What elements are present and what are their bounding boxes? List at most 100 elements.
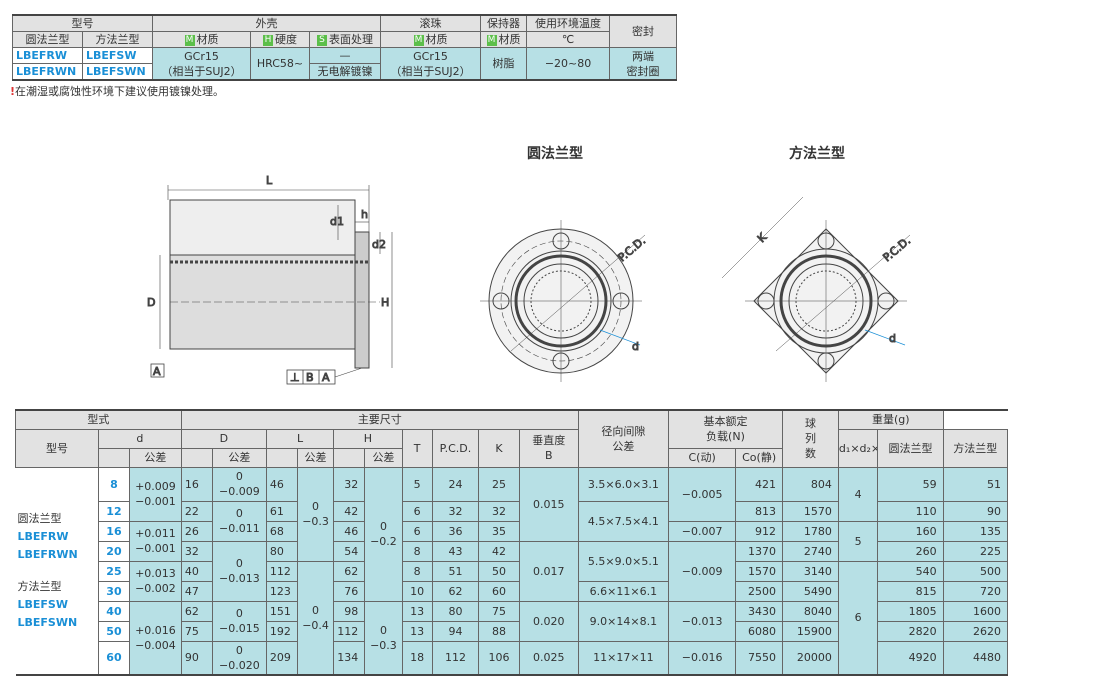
h-d: d (97, 428, 182, 449)
cell-b: 0.017 (518, 540, 579, 602)
h-round: 圆法兰型 (12, 31, 83, 48)
h-pcd: P.C.D. (431, 428, 480, 468)
cell-w-square: 51 (942, 466, 1009, 502)
seal: 两端 密封圈 (609, 47, 678, 81)
h-H: H (333, 428, 403, 449)
cell-h: 112 (333, 620, 366, 642)
cell-d: 16 (180, 466, 213, 502)
hardness-tag-icon: H (263, 34, 273, 46)
cell-co: 5490 (781, 580, 839, 602)
h-seal: 密封 (609, 14, 678, 48)
cell-b: 0.025 (518, 640, 579, 676)
model-label: LBEFRWN (17, 547, 78, 561)
cell-t: 10 (401, 580, 433, 602)
cell-d: 26 (180, 520, 213, 542)
material-tag-icon: M (184, 34, 195, 46)
cell-co: 15900 (781, 620, 839, 642)
dim-d2: d2 (372, 238, 386, 251)
cell-co: 1570 (781, 500, 839, 522)
cell-clear: −0.016 (667, 640, 737, 676)
cell-d: 50 (97, 620, 131, 642)
h-model: 型号 (15, 428, 99, 468)
cell-w-square: 4480 (942, 640, 1009, 676)
model-square: LBEFSWN (82, 63, 153, 81)
cell-d: 20 (97, 540, 131, 562)
cell-b: 0.020 (518, 600, 579, 642)
cell-l: 112 (265, 560, 298, 582)
h-L: L (265, 428, 335, 449)
cell-w-round: 110 (877, 500, 944, 522)
dim-H: H (381, 296, 389, 309)
ball-material: GCr15 （相当于SUJ2） (380, 47, 482, 81)
round-flange-drawing (480, 220, 646, 382)
cell-d: 12 (97, 500, 131, 522)
cell-c: 7550 (735, 640, 783, 676)
cell-t: 8 (401, 560, 433, 582)
cell-d: 40 (180, 560, 213, 582)
cell-b: 0.015 (518, 466, 579, 542)
cell-h: 62 (333, 560, 366, 582)
h-L-tol: 公差 (296, 447, 335, 468)
note: !在潮湿或腐蚀性环境下建议使用镀镍处理。 (10, 85, 225, 98)
cell-w-round: 1805 (877, 600, 944, 622)
cell-w-square: 90 (942, 500, 1009, 522)
cell-k: 32 (478, 500, 520, 522)
model-label: LBEFRW (17, 529, 69, 543)
side-view-drawing (150, 185, 393, 385)
cell-h: 42 (333, 500, 366, 522)
cell-w-round: 260 (877, 540, 944, 562)
cell-d1d2h: 4.5×7.5×4.1 (577, 500, 669, 542)
round-flange-title: 圆法兰型 (527, 146, 583, 162)
drawings: L h d1 d2 D H A ⊥ B A P.C.D. d P.C.D. K … (147, 174, 914, 385)
square-flange-title: 方法兰型 (789, 146, 845, 162)
cell-l: 68 (265, 520, 298, 542)
cell-t: 6 (401, 500, 433, 522)
cell-co: 3140 (781, 560, 839, 582)
material-tag-icon: M (413, 34, 424, 46)
cell-c: 2500 (735, 580, 783, 602)
h-T: T (401, 428, 433, 468)
cell-d: 40 (97, 600, 131, 622)
h-square: 方法兰型 (82, 31, 153, 48)
cell-h: 98 (333, 600, 366, 622)
cell-w-square: 1600 (942, 600, 1009, 622)
cell-pcd: 36 (431, 520, 480, 542)
cell-c: 421 (735, 466, 783, 502)
cell-d-tol: +0.013 −0.002 (129, 560, 182, 602)
h-clearance: 径向间隙 公差 (577, 409, 669, 468)
cell-d: 60 (97, 640, 131, 676)
d-label-square: d (889, 332, 896, 345)
cell-t: 8 (401, 540, 433, 562)
h-B: 垂直度 B (518, 428, 579, 468)
temp: −20~80 (526, 47, 611, 81)
cell-w-round: 4920 (877, 640, 944, 676)
cell-c: 1370 (735, 540, 783, 562)
d-label-round: d (632, 340, 639, 353)
cell-pcd: 32 (431, 500, 480, 522)
h-load: 基本额定 负载(N) (667, 409, 783, 449)
cell-w-round: 2820 (877, 620, 944, 642)
h-H-tol: 公差 (364, 447, 403, 468)
cell-d: 16 (97, 520, 131, 542)
surface: 无电解镀镍 (308, 63, 382, 81)
cell-l-tol: 0 −0.4 (296, 560, 335, 676)
cell-w-square: 225 (942, 540, 1009, 562)
dim-L: L (266, 174, 273, 187)
cell-co: 20000 (781, 640, 839, 676)
cell-d: 47 (180, 580, 213, 602)
cell-d: 22 (180, 500, 213, 522)
cell-d1d2h: 11×17×11 (577, 640, 669, 676)
model-label: LBEFSW (17, 597, 68, 611)
cell-d: 75 (180, 620, 213, 642)
cell-k: 42 (478, 540, 520, 562)
cell-pcd: 94 (431, 620, 480, 642)
cell-d: 62 (180, 600, 213, 622)
h-weight-round: 圆法兰型 (877, 428, 944, 468)
cell-h: 54 (333, 540, 366, 562)
cell-co: 2740 (781, 540, 839, 562)
cell-d-tol: 0 −0.011 (211, 500, 267, 542)
